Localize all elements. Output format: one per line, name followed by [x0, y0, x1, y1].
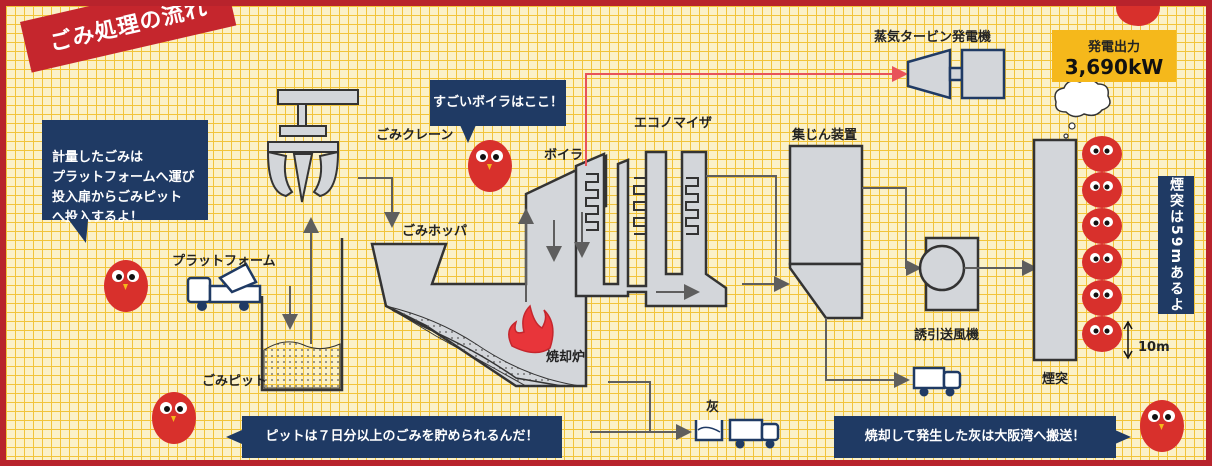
chimney-bubble-text: 煙突は59mあるよ	[1168, 176, 1184, 314]
chimney-bubble: 煙突は59mあるよ	[1158, 176, 1194, 314]
mascot-icon	[1116, 6, 1160, 26]
label-turbine: 蒸気タービン発電機	[874, 30, 992, 45]
power-output-box: 発電出力 3,690kW	[1052, 30, 1176, 82]
label-scale: 10m	[1138, 340, 1170, 355]
mascot-icon	[152, 392, 196, 444]
mascot-icon	[104, 260, 148, 312]
boiler-bubble-text: すごいボイラはここ！	[432, 95, 563, 110]
label-ash: 灰	[706, 400, 720, 415]
turbine-generator	[906, 48, 1006, 100]
mascot-icon	[468, 140, 512, 192]
boiler-economizer	[574, 66, 908, 308]
garbage-truck	[186, 262, 262, 311]
label-crane: ごみクレーン	[376, 128, 454, 143]
pit-bubble: ピットは７日分以上のごみを貯められるんだ！	[226, 416, 562, 458]
label-stack: 煙突	[1042, 372, 1069, 387]
label-economizer: エコノマイザ	[634, 116, 713, 131]
stack	[1032, 78, 1111, 362]
hopper-furnace	[370, 154, 692, 440]
scale-bar	[1123, 320, 1133, 360]
mascot-icon	[1140, 400, 1184, 452]
dust-collector	[742, 144, 922, 388]
mascot-stack	[1082, 136, 1122, 352]
power-output-title: 発電出力	[1087, 40, 1140, 55]
induced-draft-fan	[918, 236, 1038, 312]
intro-bubble-text: 計量したごみは プラットフォームへ運び 投入扉からごみピット へ投入するよ！	[52, 150, 195, 225]
label-pit: ごみピット	[202, 374, 268, 389]
boiler-bubble: すごいボイラはここ！	[430, 80, 566, 143]
label-dust-collector: 集じん装置	[792, 128, 858, 143]
ash-bubble: 焼却して発生した灰は大阪湾へ搬送！	[834, 416, 1131, 458]
label-incinerator: 焼却炉	[546, 350, 586, 365]
ash-truck-2	[912, 366, 962, 397]
label-fan: 誘引送風機	[914, 328, 980, 343]
power-output-value: 3,690kW	[1064, 55, 1164, 79]
ash-bubble-text: 焼却して発生した灰は大阪湾へ搬送！	[864, 429, 1086, 444]
label-boiler: ボイラ	[544, 148, 584, 163]
intro-bubble: 計量したごみは プラットフォームへ運び 投入扉からごみピット へ投入するよ！	[42, 120, 208, 243]
label-platform: プラットフォーム	[172, 254, 276, 269]
pit-bubble-text: ピットは７日分以上のごみを貯められるんだ！	[265, 429, 539, 444]
process-diagram	[104, 6, 1184, 452]
ash-bin	[694, 418, 780, 449]
crane	[266, 89, 400, 228]
label-hopper: ごみホッパ	[402, 224, 468, 239]
garbage-pit	[260, 217, 344, 392]
mascot-icons	[104, 6, 1184, 452]
